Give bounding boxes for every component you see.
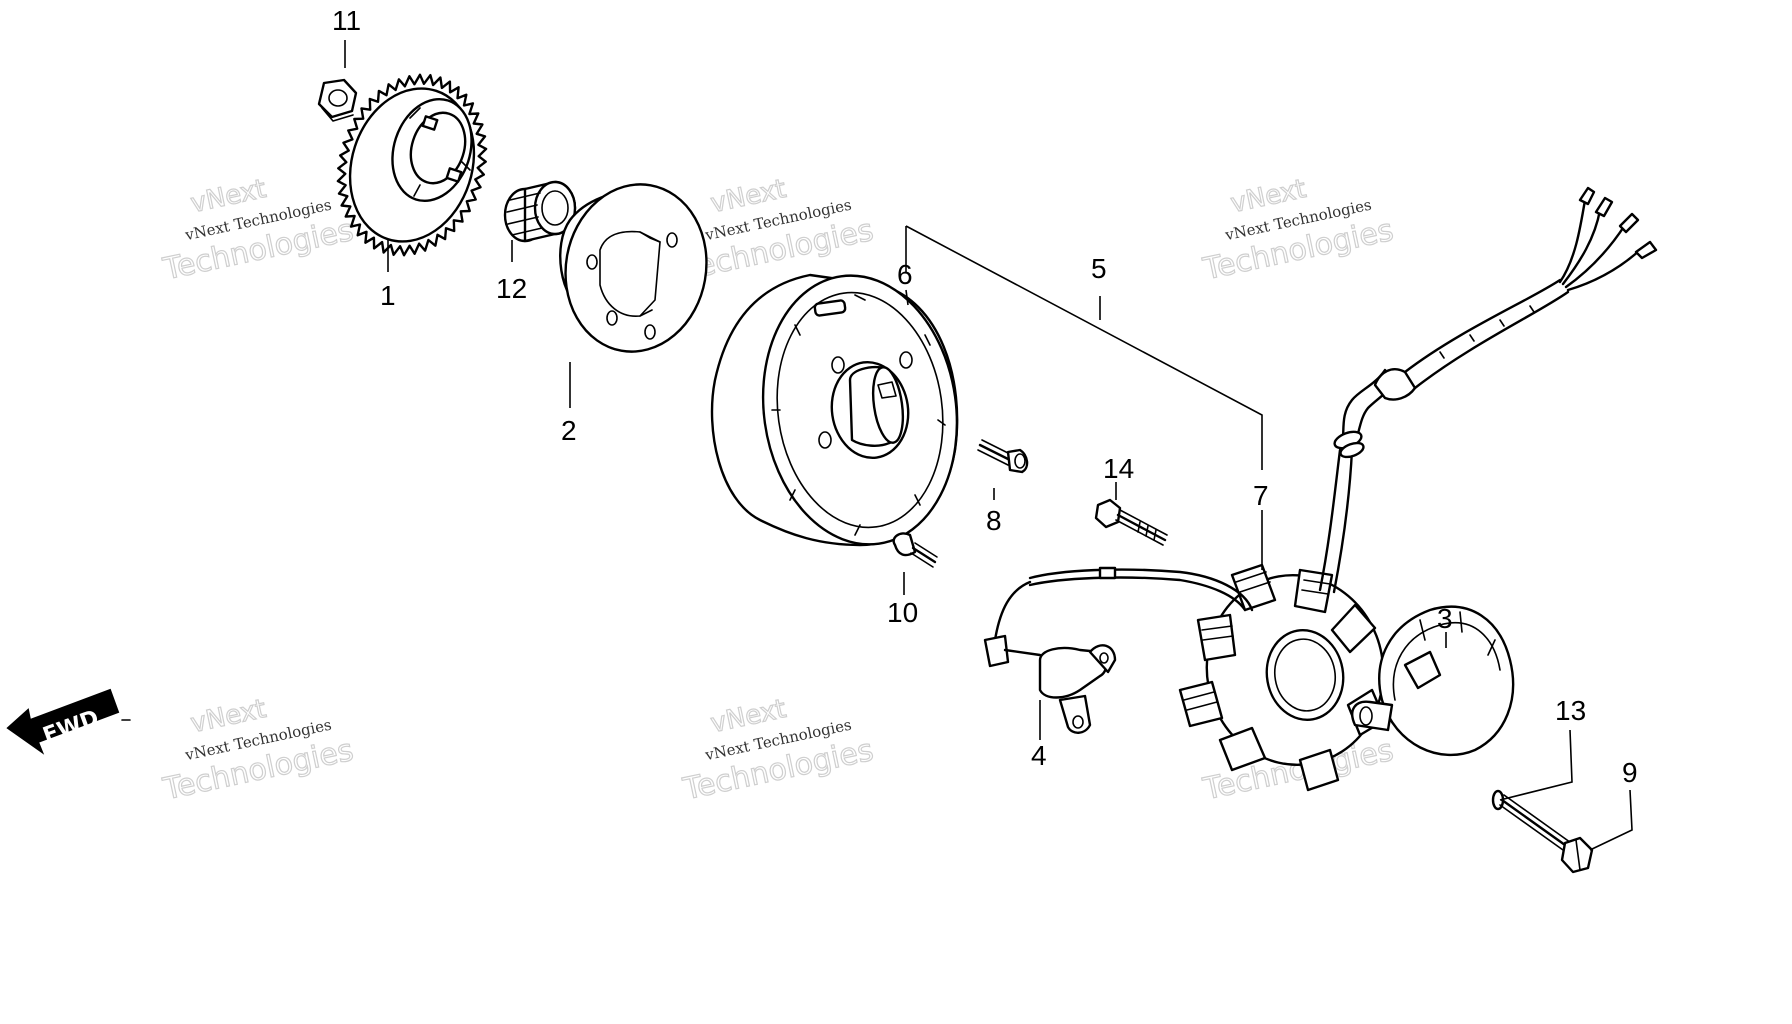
part-9-bolt	[1499, 794, 1594, 874]
callout-10: 10	[887, 597, 918, 628]
part-6-flywheel	[710, 273, 959, 547]
watermark-bottom-left: vNext vNext Technologies Technologies	[159, 693, 357, 808]
leader-lines	[344, 40, 1633, 851]
leader-6	[905, 289, 909, 306]
leader-5-bracket	[905, 225, 1263, 470]
callout-12: 12	[496, 273, 527, 304]
fwd-direction-arrow: FWD	[6, 688, 131, 755]
watermark-top-right: vNext vNext Technologies Technologies	[1199, 173, 1397, 288]
part-11-nut	[317, 78, 358, 122]
part-3-cover-plate	[1351, 605, 1515, 757]
part-1-starter-driven-gear	[336, 73, 488, 257]
part-10-screw	[892, 532, 938, 568]
leader-9	[1589, 789, 1633, 851]
callout-13: 13	[1555, 695, 1586, 726]
callout-8: 8	[986, 505, 1002, 536]
part-14-bolt	[1094, 498, 1168, 546]
part-12-needle-bearing	[503, 180, 577, 243]
callout-14: 14	[1103, 453, 1134, 484]
watermark-bottom-center: vNext vNext Technologies Technologies	[679, 693, 877, 808]
part-7-stator	[993, 186, 1658, 792]
callout-7: 7	[1253, 480, 1269, 511]
callout-3: 3	[1437, 603, 1453, 634]
callout-labels: 11 1 12 2 6 5 7 8 14 10 4 3 13 9	[332, 5, 1638, 788]
callout-6: 6	[897, 259, 913, 290]
callout-9: 9	[1622, 757, 1638, 788]
part-2-starter-clutch	[559, 183, 708, 353]
callout-5: 5	[1091, 253, 1107, 284]
callout-2: 2	[561, 415, 577, 446]
callout-4: 4	[1031, 740, 1047, 771]
callout-1: 1	[380, 280, 396, 311]
callout-11: 11	[332, 5, 361, 36]
part-8-bolt	[977, 439, 1029, 474]
part-4-pulse-generator	[983, 634, 1117, 734]
watermark-top-left: vNext vNext Technologies Technologies	[159, 173, 357, 288]
leader-13	[1499, 729, 1573, 801]
